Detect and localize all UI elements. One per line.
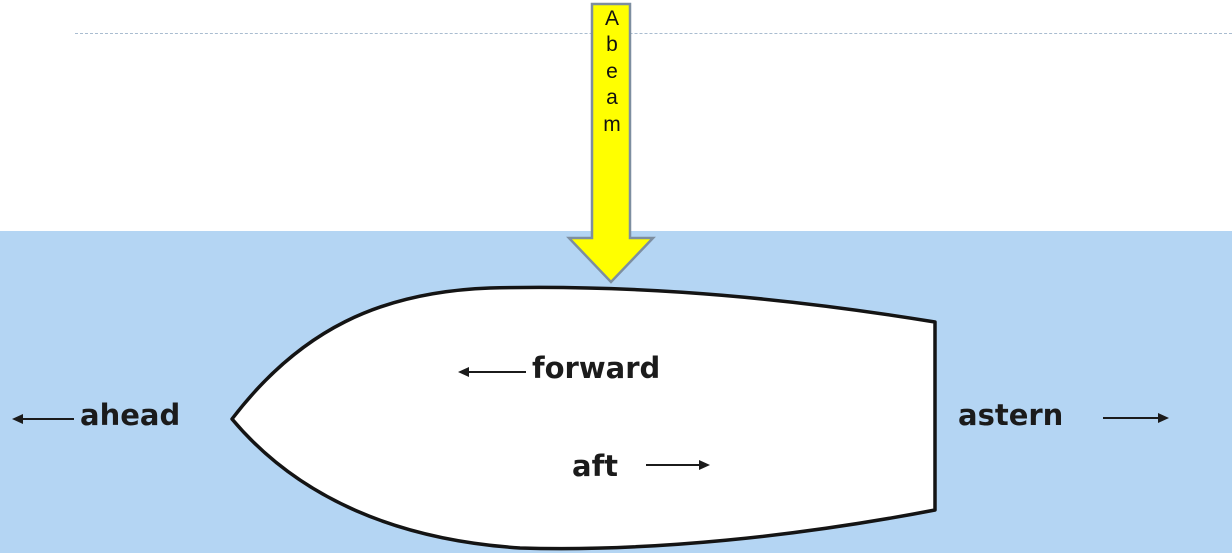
aft-arrow-icon: [646, 459, 710, 471]
abeam-letter: m: [603, 112, 621, 136]
forward-arrow-icon: [458, 366, 526, 378]
abeam-letter: b: [606, 33, 618, 57]
aft-label: aft: [572, 449, 619, 483]
abeam-letter: a: [606, 86, 618, 110]
boat-hull: [230, 285, 937, 551]
astern-arrow-icon: [1103, 412, 1169, 424]
forward-label: forward: [532, 351, 661, 385]
abeam-callout-arrow: [566, 2, 656, 284]
ahead-arrow-icon: [12, 413, 74, 425]
abeam-letter: e: [606, 59, 618, 83]
astern-label: astern: [958, 398, 1064, 432]
dashed-divider: [75, 33, 1232, 34]
ahead-label: ahead: [80, 398, 181, 432]
abeam-letter: A: [604, 7, 619, 30]
abeam-callout-text: A b e a m: [596, 6, 628, 238]
